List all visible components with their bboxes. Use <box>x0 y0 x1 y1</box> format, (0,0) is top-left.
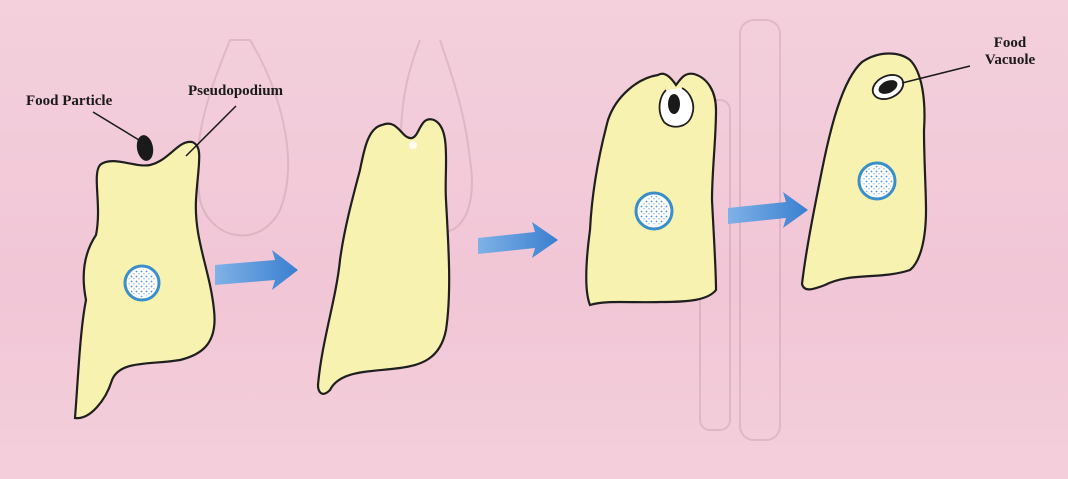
nucleus-3-chromatin <box>639 196 669 226</box>
label-food-vacuole-line2: Vacuole <box>960 52 1060 69</box>
stage-2-engulfing <box>318 119 449 394</box>
arrow-2 <box>478 222 558 258</box>
stage-3-enclosing <box>586 74 716 305</box>
label-food-vacuole-line1: Food <box>960 35 1060 52</box>
food-particle-inside-2 <box>409 141 417 149</box>
nucleus-4-chromatin <box>862 166 892 196</box>
pseudopodium-pointer <box>186 106 236 156</box>
stage-1-pseudopodia-forming <box>75 106 236 418</box>
amoeba-cell-3 <box>586 74 716 305</box>
food-particle-3 <box>668 94 680 114</box>
food-particle-pointer <box>93 112 139 140</box>
stage-4-food-vacuole <box>802 54 970 290</box>
label-food-particle: Food Particle <box>26 93 112 110</box>
nucleus-1-chromatin <box>128 269 156 297</box>
label-pseudopodium: Pseudopodium <box>188 83 283 100</box>
food-particle <box>135 134 155 162</box>
arrow-1 <box>215 250 298 290</box>
label-food-vacuole: Food Vacuole <box>960 35 1060 69</box>
amoeba-cell-2 <box>318 119 449 394</box>
